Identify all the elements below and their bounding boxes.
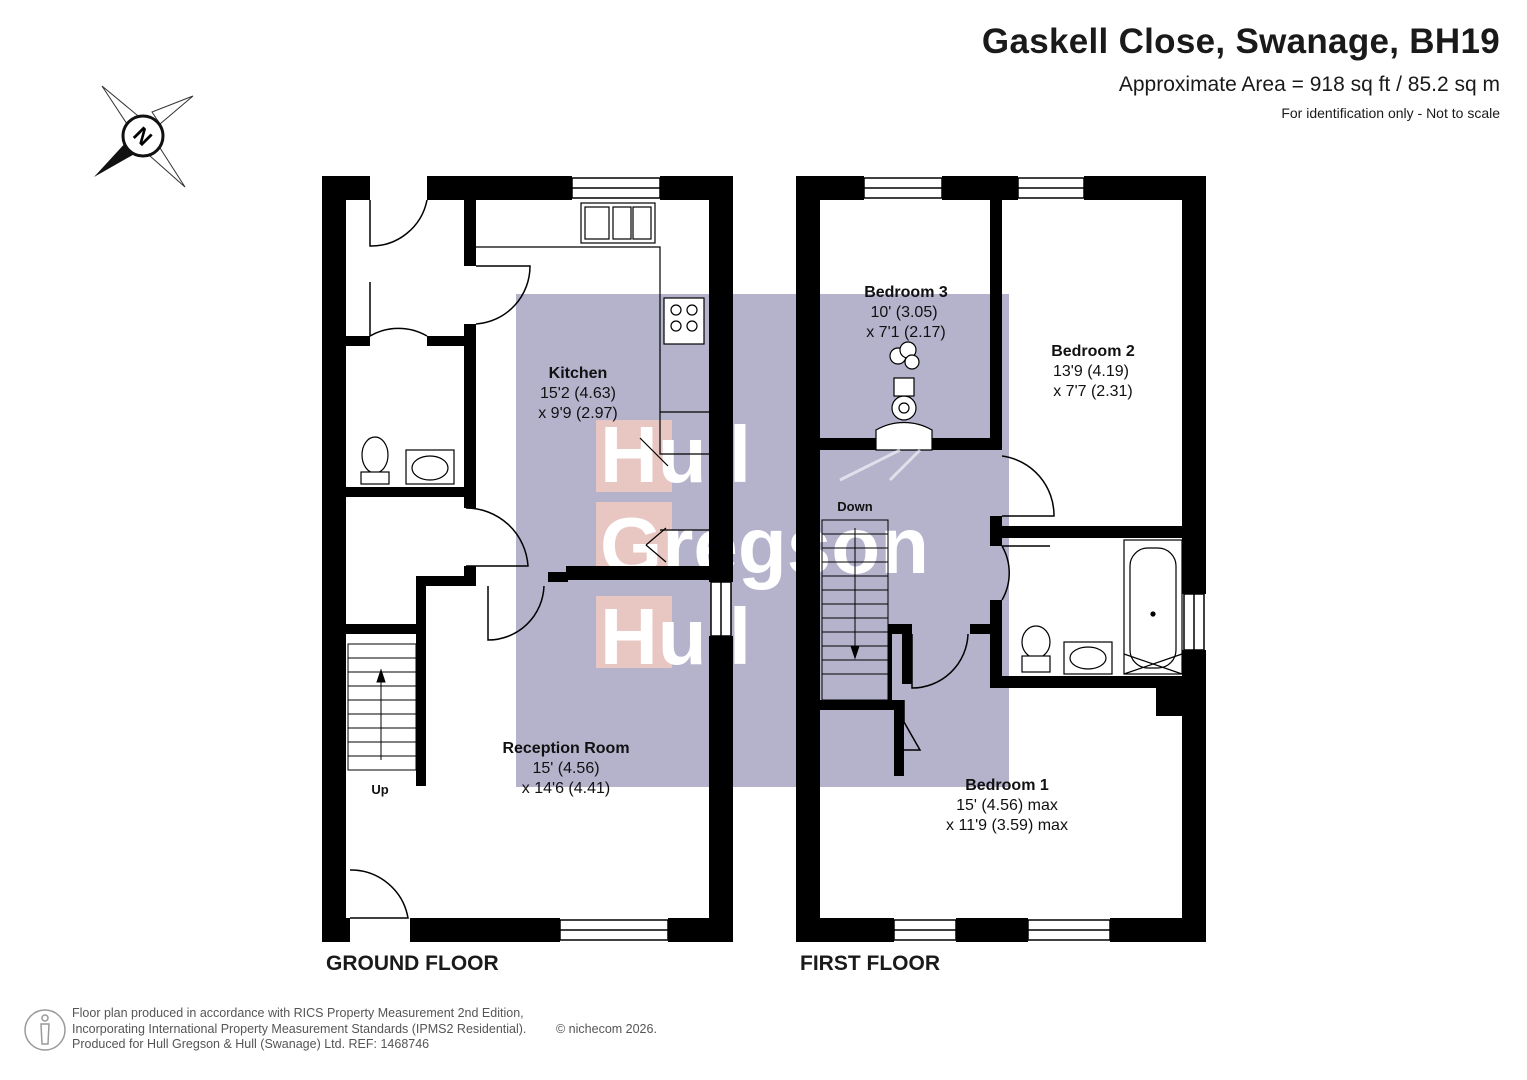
ff-int-wall-3	[932, 438, 1002, 450]
ff-int-wall-12	[820, 700, 898, 710]
kitchen-dim-2: x 9'9 (2.97)	[538, 405, 618, 422]
bedroom1-dim-2: x 11'9 (3.59) max	[946, 817, 1068, 834]
ff-int-wall-5	[990, 526, 1182, 538]
reception-dim-2: x 14'6 (4.41)	[522, 780, 610, 797]
kitchen-dim-1: 15'2 (4.63)	[540, 385, 616, 402]
footer-brand: © nichecom 2026.	[556, 1022, 657, 1036]
bedroom2-name: Bedroom 2	[1051, 343, 1135, 360]
gf-wall-bottom-mid	[410, 918, 560, 942]
bedroom2-dim-2: x 7'7 (2.31)	[1053, 383, 1133, 400]
gf-wall-right-lower	[709, 636, 733, 942]
kitchen-sink-icon	[580, 202, 656, 244]
ff-stairs-label: Down	[837, 499, 872, 514]
gf-int-wall-8	[416, 576, 466, 586]
ff-wall-right-lower	[1182, 650, 1206, 942]
first-floor-plan	[796, 176, 1206, 942]
ff-wall-bottom-right	[1110, 918, 1206, 942]
gf-int-wall-9	[464, 566, 476, 586]
gf-int-wall-10	[566, 566, 709, 580]
footer-line-1: Floor plan produced in accordance with R…	[72, 1006, 524, 1020]
gf-toilet-icon	[360, 436, 390, 485]
ff-int-wall-1	[990, 200, 1002, 450]
gf-wall-bottom-left	[322, 918, 350, 942]
bedroom3-dim-1: 10' (3.05)	[870, 304, 937, 321]
ff-int-wall-10	[890, 624, 912, 634]
ff-wall-top-mid	[942, 176, 1018, 200]
gf-int-wall-11	[548, 572, 568, 582]
bedroom3-name: Bedroom 3	[864, 284, 948, 301]
bedroom2-dim-1: 13'9 (4.19)	[1053, 363, 1129, 380]
bedroom3-dim-2: x 7'1 (2.17)	[866, 324, 946, 341]
ff-basin-icon	[1063, 641, 1113, 675]
gf-int-wall-7	[416, 576, 426, 786]
bedroom1-dim-1: 15' (4.56) max	[956, 797, 1058, 814]
ff-int-wall-6	[990, 600, 1002, 688]
ff-wall-right-upper	[1182, 176, 1206, 594]
gf-basin-icon	[405, 449, 455, 485]
compass-icon: N	[94, 85, 194, 188]
footer-line-2: Incorporating International Property Mea…	[72, 1021, 527, 1036]
ff-wall-left	[796, 176, 820, 942]
ff-int-wall-11	[902, 624, 912, 684]
identification-note: For identification only - Not to scale	[1281, 105, 1500, 121]
reception-dim-1: 15' (4.56)	[532, 760, 599, 777]
gf-wall-top-mid	[427, 176, 572, 200]
gf-wall-bottom-right	[668, 918, 733, 942]
ff-int-wall-14	[888, 624, 892, 700]
ground-floor-plan	[322, 176, 733, 942]
ff-wall-top-left	[796, 176, 864, 200]
boiler-cupboard-icon	[875, 341, 933, 451]
bedroom1-name: Bedroom 1	[965, 777, 1049, 794]
ff-wall-bottom-left	[796, 918, 894, 942]
ff-stairs-icon	[821, 519, 889, 701]
footer-line-3: Produced for Hull Gregson & Hull (Swanag…	[72, 1037, 430, 1051]
page-title: Gaskell Close, Swanage, BH19	[981, 22, 1500, 61]
gf-int-wall-6	[346, 624, 416, 634]
kitchen-name: Kitchen	[549, 365, 608, 382]
gf-stairs-label: Up	[371, 782, 388, 797]
ground-floor-label: GROUND FLOOR	[326, 952, 499, 975]
gf-int-wall-1	[464, 200, 476, 266]
ff-int-wall-8	[990, 676, 1182, 688]
person-icon	[24, 1009, 66, 1051]
ff-wall-bottom-mid	[956, 918, 1028, 942]
gf-int-wall-5	[346, 487, 464, 497]
gf-int-wall-4	[427, 336, 476, 346]
ff-int-wall-9	[1156, 676, 1182, 716]
gf-stairs-icon	[347, 643, 417, 771]
footer-disclaimer: Floor plan produced in accordance with R…	[72, 1006, 526, 1053]
reception-name: Reception Room	[502, 740, 629, 757]
gf-wall-top-left	[322, 176, 370, 200]
gf-int-wall-3	[346, 336, 370, 346]
ff-int-wall-7	[970, 624, 1002, 634]
gf-wall-right-upper	[709, 176, 733, 582]
ff-int-wall-13	[894, 700, 904, 776]
gf-int-wall-2	[464, 324, 476, 508]
gf-wall-left	[322, 176, 346, 942]
first-floor-label: FIRST FLOOR	[800, 952, 940, 975]
approximate-area: Approximate Area = 918 sq ft / 85.2 sq m	[1118, 73, 1500, 96]
bathtub-icon	[1123, 539, 1183, 675]
ff-int-wall-2	[820, 438, 876, 450]
ff-toilet-icon	[1021, 625, 1051, 673]
kitchen-hob-icon	[663, 297, 705, 345]
